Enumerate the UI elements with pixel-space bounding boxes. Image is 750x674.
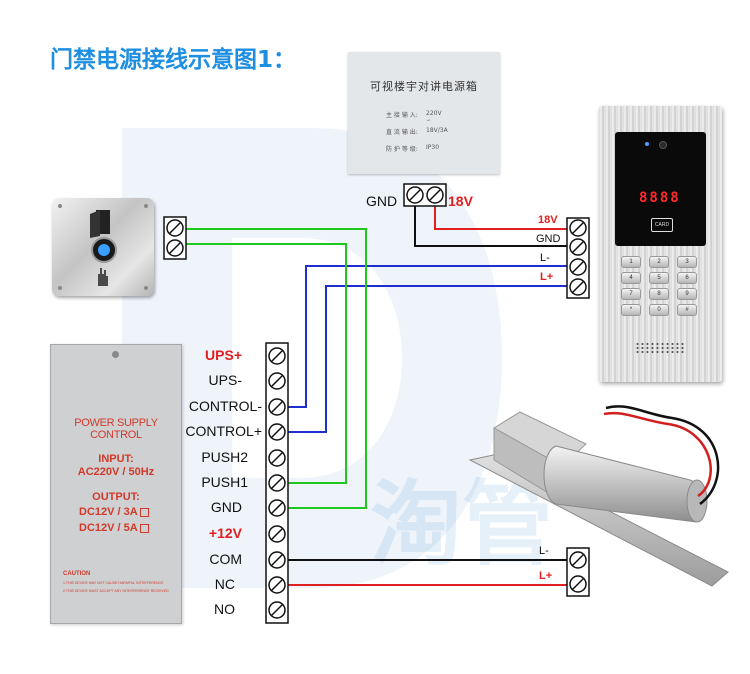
- nameplate-row: 防 护 等 级:IP30: [386, 144, 440, 153]
- lock-lplus-label: L+: [539, 570, 553, 582]
- keypad-key: 4: [621, 272, 641, 284]
- screw-icon: [58, 286, 62, 290]
- intercom-terminal: [566, 217, 590, 299]
- nameplate-row: 直 流 输 出:18V/3A: [386, 127, 448, 136]
- wire-control-minus: [288, 265, 569, 408]
- terminal-label-12v: +12V: [208, 525, 242, 541]
- screw-icon: [144, 204, 148, 208]
- keypad-key: *: [621, 304, 641, 316]
- psu-input-value: AC220V / 50Hz: [77, 466, 155, 478]
- keypad-key: 5: [649, 272, 669, 284]
- wire-push1: [186, 243, 347, 484]
- psu-input-label: INPUT:: [98, 453, 134, 465]
- psu-heading: POWER SUPPLY CONTROL: [74, 417, 158, 441]
- intercom-panel: 8888 CARD 1 2 3 4 5 6 7 8 9 * 0 #: [599, 106, 722, 382]
- terminal-label-control-minus: CONTROL-: [188, 398, 262, 414]
- terminal-label-ups-plus: UPS+: [205, 347, 242, 363]
- top-18v-label: 18V: [448, 193, 473, 209]
- keypad-key: 8: [649, 288, 669, 300]
- hand-icon: [98, 268, 108, 286]
- keypad-key: 2: [649, 256, 669, 268]
- keypad-key: 1: [621, 256, 641, 268]
- screw-icon: [58, 204, 62, 208]
- screw-icon: [112, 351, 119, 358]
- keypad-key: 6: [677, 272, 697, 284]
- terminal-label-control-plus: CONTROL+: [185, 423, 262, 439]
- psu-output-2: DC12V / 5A: [79, 522, 149, 534]
- nameplate-row: 主 接 输 入:220V ∽: [386, 110, 442, 124]
- wire-18v-intercom: [434, 200, 569, 230]
- terminal-label-nc: NC: [214, 576, 235, 592]
- psu-output-1: DC12V / 3A: [79, 506, 149, 518]
- top-terminal-block: [403, 183, 447, 207]
- keypad-key: #: [677, 304, 697, 316]
- nameplate-heading: 可视楼宇对讲电源箱: [370, 80, 478, 93]
- exit-button-device: [52, 198, 154, 296]
- intercom-gnd-label: GND: [536, 233, 561, 245]
- keypad: 1 2 3 4 5 6 7 8 9 * 0 #: [621, 256, 701, 316]
- keypad-key: 3: [677, 256, 697, 268]
- power-supply-box: POWER SUPPLY CONTROL INPUT: AC220V / 50H…: [50, 344, 182, 624]
- button-ring: [91, 237, 117, 263]
- intercom-lplus-label: L+: [540, 271, 554, 283]
- page-title: 门禁电源接线示意图1：: [50, 47, 297, 73]
- terminal-label-ups-minus: UPS-: [208, 372, 242, 388]
- keypad-key: 7: [621, 288, 641, 300]
- intercom-lminus-label: L-: [540, 252, 550, 264]
- card-reader-icon: CARD: [651, 218, 673, 232]
- wire-gnd-intercom: [414, 200, 569, 247]
- psu-caution-line: 1.THIS DEVICE MAY NOT CAUSE HARMFUL INTE…: [63, 581, 164, 585]
- keypad-key: 9: [677, 288, 697, 300]
- terminal-label-com: COM: [209, 551, 242, 567]
- electric-lock: [468, 405, 729, 587]
- keypad-key: 0: [649, 304, 669, 316]
- terminal-label-push2: PUSH2: [201, 449, 248, 465]
- door-icon: [90, 210, 110, 238]
- wire-control-plus: [288, 285, 569, 433]
- terminal-label-push1: PUSH1: [201, 474, 248, 490]
- camera-icon: [645, 142, 649, 146]
- wire-gnd-exit: [186, 228, 367, 509]
- speaker-grill: [635, 342, 685, 354]
- psu-terminal-strip: [265, 342, 289, 624]
- lens-icon: [659, 141, 667, 149]
- psu-caution-line: 2.THIS DEVICE MUST ACCEPT ANY INTERFEREN…: [63, 589, 169, 593]
- top-gnd-label: GND: [366, 193, 398, 209]
- terminal-label-gnd: GND: [210, 499, 242, 515]
- intercom-18v-label: 18V: [538, 214, 558, 226]
- panel-display: 8888: [639, 190, 681, 206]
- psu-output-label: OUTPUT:: [92, 491, 140, 503]
- panel-glass: 8888 CARD: [615, 132, 706, 246]
- terminal-label-no: NO: [214, 601, 235, 617]
- exit-button-terminal: [163, 216, 187, 260]
- power-box-nameplate: 可视楼宇对讲电源箱 主 接 输 入:220V ∽ 直 流 输 出:18V/3A …: [348, 52, 500, 174]
- lock-lminus-label: L-: [539, 545, 549, 557]
- psu-caution: CAUTION: [63, 571, 91, 577]
- screw-icon: [144, 286, 148, 290]
- lock-terminal: [566, 547, 590, 597]
